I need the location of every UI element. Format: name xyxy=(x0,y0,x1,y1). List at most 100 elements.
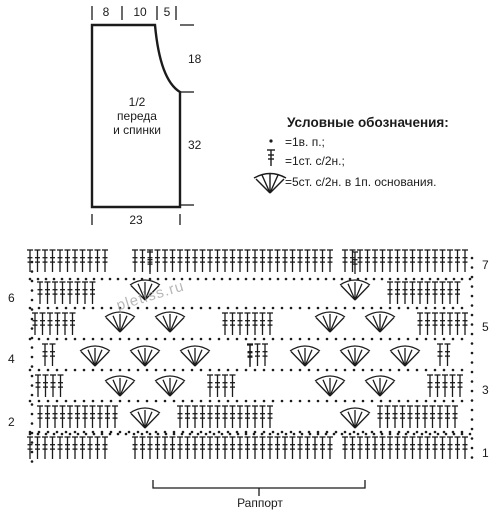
double-crochet-mark xyxy=(387,436,393,459)
chain-mark xyxy=(406,399,410,403)
chain-mark xyxy=(154,337,158,341)
chain-mark xyxy=(452,277,456,281)
chain-mark xyxy=(442,368,446,372)
double-crochet-mark xyxy=(82,281,88,304)
chain-mark xyxy=(253,337,257,341)
chain-mark xyxy=(127,399,131,403)
legend-title: Условные обозначения: xyxy=(287,115,449,130)
double-crochet-mark xyxy=(39,312,46,335)
double-crochet-mark xyxy=(207,436,213,459)
double-crochet-mark xyxy=(429,405,436,428)
double-crochet-mark xyxy=(87,436,93,459)
chain-mark xyxy=(228,432,232,436)
chain-mark xyxy=(55,337,59,341)
double-crochet-mark xyxy=(342,249,348,272)
chain-mark xyxy=(154,430,158,434)
chain-mark xyxy=(30,270,34,273)
chain-mark xyxy=(340,277,344,281)
chain-mark xyxy=(190,306,194,310)
chain-mark xyxy=(352,368,356,372)
chain-mark xyxy=(199,306,203,310)
chain-mark xyxy=(460,430,464,434)
chain-mark xyxy=(244,399,248,403)
legend-symbols xyxy=(253,139,287,194)
double-crochet-mark xyxy=(442,374,448,397)
chain-mark xyxy=(406,306,410,310)
double-crochet-mark xyxy=(417,436,423,459)
double-crochet-mark xyxy=(424,281,431,304)
chain-mark xyxy=(64,368,68,372)
dim-top-1: 8 xyxy=(102,5,110,19)
chain-mark xyxy=(433,306,437,310)
chain-mark xyxy=(404,277,408,281)
chain-mark xyxy=(300,277,304,281)
chain-mark xyxy=(196,432,200,436)
chain-mark xyxy=(118,337,122,341)
chain-mark xyxy=(145,337,149,341)
double-crochet-mark xyxy=(44,405,51,428)
chain-mark xyxy=(100,306,104,310)
double-crochet-mark xyxy=(47,312,53,335)
chain-mark xyxy=(252,432,256,436)
double-crochet-mark xyxy=(62,312,68,335)
chain-mark xyxy=(307,430,311,434)
chain-mark xyxy=(64,399,68,403)
double-crochet-mark xyxy=(452,405,458,428)
chain-mark xyxy=(334,368,338,372)
chain-mark xyxy=(271,399,275,403)
double-crochet-mark xyxy=(417,281,423,304)
double-crochet-mark xyxy=(34,436,41,459)
double-crochet-mark xyxy=(342,436,348,459)
chain-mark xyxy=(30,460,34,463)
chain-mark xyxy=(460,399,464,403)
chain-mark xyxy=(428,277,432,281)
double-crochet-mark xyxy=(154,436,161,459)
chain-mark xyxy=(116,432,120,436)
chain-mark xyxy=(73,399,77,403)
chain-mark xyxy=(181,337,185,341)
chain-mark xyxy=(397,430,401,434)
chain-mark xyxy=(262,399,266,403)
double-crochet-mark xyxy=(409,436,416,459)
chain-mark xyxy=(307,399,311,403)
chain-mark xyxy=(60,432,64,436)
double-crochet-mark xyxy=(357,249,363,272)
chain-mark xyxy=(262,368,266,372)
double-crochet-mark xyxy=(402,436,408,459)
chain-mark xyxy=(415,368,419,372)
fan-shell-mark xyxy=(314,311,346,333)
chain-mark xyxy=(118,430,122,434)
double-crochet-mark xyxy=(252,312,258,335)
chain-mark xyxy=(172,368,176,372)
chain-mark xyxy=(379,368,383,372)
double-crochet-mark xyxy=(247,344,253,367)
row-label-3: 3 xyxy=(482,383,489,397)
chain-mark xyxy=(244,432,248,436)
chain-mark xyxy=(60,277,64,281)
chain-mark xyxy=(451,430,455,434)
chain-mark xyxy=(188,277,192,281)
chain-mark xyxy=(370,306,374,310)
fan-shell-mark xyxy=(364,375,396,397)
double-crochet-mark xyxy=(132,436,138,459)
chain-mark xyxy=(415,337,419,341)
double-crochet-mark xyxy=(244,312,251,335)
double-crochet-mark xyxy=(112,405,118,428)
chain-mark xyxy=(415,306,419,310)
chain-mark xyxy=(228,277,232,281)
chain-mark xyxy=(470,389,474,393)
chain-mark xyxy=(76,277,80,281)
chain-mark xyxy=(118,306,122,310)
chain-mark xyxy=(30,393,34,397)
double-crochet-mark xyxy=(32,312,38,335)
chain-mark xyxy=(244,337,248,341)
chain-mark xyxy=(28,277,32,281)
chain-mark xyxy=(100,432,104,436)
chain-mark xyxy=(316,306,320,310)
chain-mark xyxy=(253,368,257,372)
chain-mark xyxy=(37,368,41,372)
double-crochet-mark xyxy=(169,436,176,459)
double-crochet-mark xyxy=(424,249,431,272)
double-crochet-mark xyxy=(154,249,161,272)
chain-mark xyxy=(236,432,240,436)
